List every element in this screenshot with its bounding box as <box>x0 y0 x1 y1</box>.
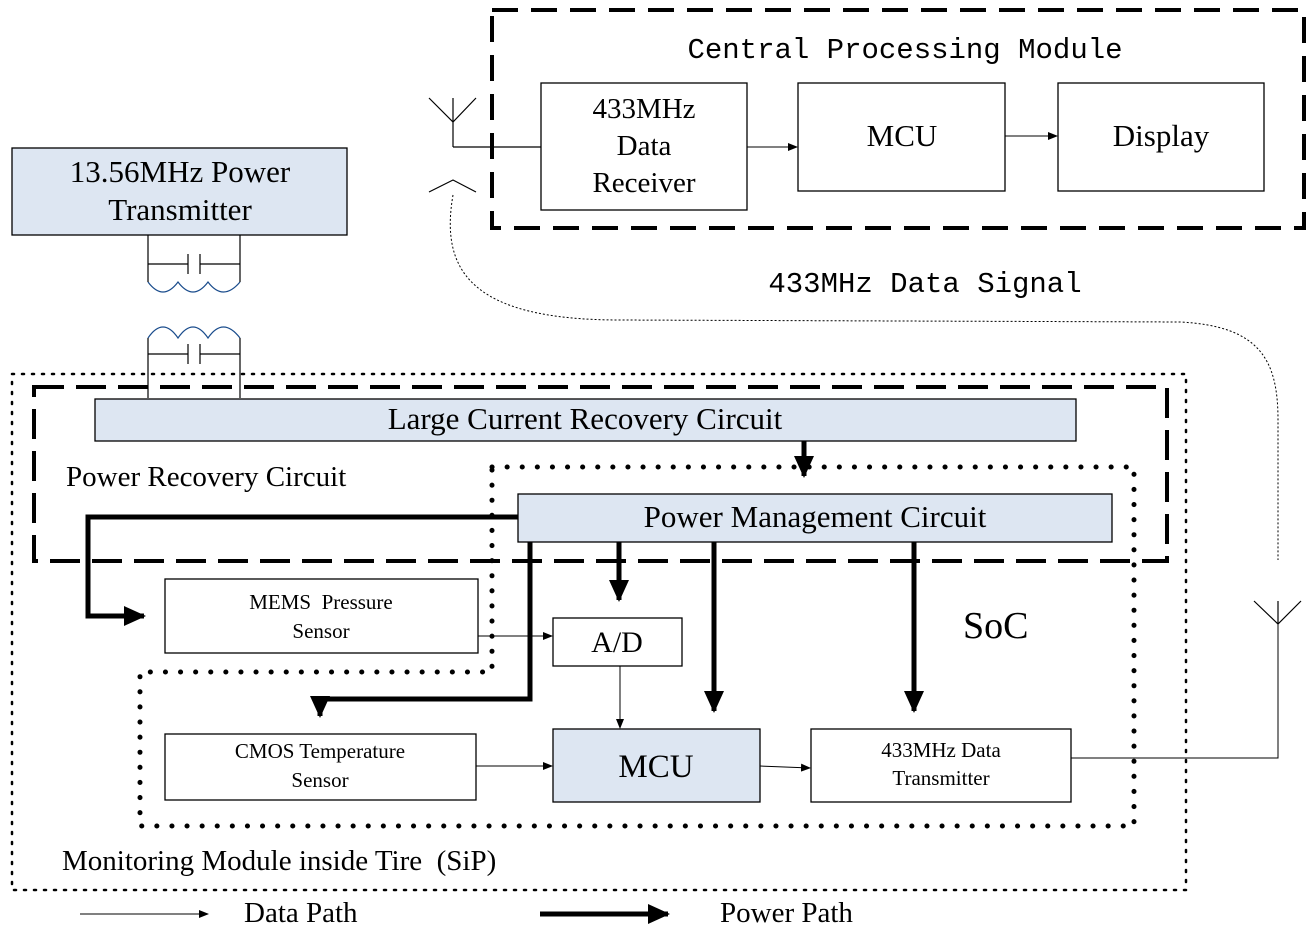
large-current-recovery-block <box>94 398 1077 442</box>
large-current-recovery-label: Large Current Recovery Circuit <box>388 401 783 436</box>
display-block <box>1057 82 1265 192</box>
central-mcu-block <box>797 82 1006 192</box>
data-receiver-label-line1: 433MHz <box>592 93 695 125</box>
power-recovery-boundary <box>32 385 1169 563</box>
legend-data-path-label: Data Path <box>244 897 358 927</box>
power-transmitter-label-line1: 13.56MHz Power <box>70 154 291 189</box>
soc-label: SoC <box>963 605 1028 647</box>
transmitter-antenna-icon <box>1253 600 1302 625</box>
receiver-coil-icon <box>147 326 241 340</box>
data-receiver-block <box>540 82 748 211</box>
data-path-transmitter-to-antenna <box>1071 624 1279 759</box>
central-processing-module-boundary <box>490 8 1306 230</box>
soc-boundary <box>137 464 1137 829</box>
cmos-sensor-label-line1: CMOS Temperature <box>235 739 405 763</box>
power-transmitter-label-line2: Transmitter <box>108 192 252 227</box>
transmitter-coil-icon <box>147 281 241 293</box>
ad-converter-block <box>552 617 683 667</box>
wireless-data-signal-curve <box>449 194 1279 560</box>
data-receiver-label-line3: Receiver <box>592 167 695 199</box>
power-paths <box>85 441 924 718</box>
receiver-antenna-icon <box>428 97 541 148</box>
central-mcu-label: MCU <box>867 118 938 153</box>
power-management-label: Power Management Circuit <box>644 499 987 534</box>
power-recovery-label: Power Recovery Circuit <box>66 461 346 493</box>
power-path-to-cmos <box>310 542 533 718</box>
mems-sensor-block <box>164 578 479 654</box>
cmos-sensor-label-line2: Sensor <box>291 768 348 792</box>
display-label: Display <box>1113 118 1210 153</box>
power-path-to-mems <box>85 514 518 626</box>
data-transmitter-block <box>810 728 1072 803</box>
mems-sensor-label-line1: MEMS Pressure <box>249 590 393 614</box>
legend-power-path-label: Power Path <box>720 897 853 927</box>
wireless-signal-arrowhead-icon <box>428 179 477 193</box>
transmitter-capacitor-icon <box>147 235 241 282</box>
ad-converter-label: A/D <box>591 626 643 659</box>
central-processing-module-title: Central Processing Module <box>687 34 1122 67</box>
data-paths <box>476 624 1279 772</box>
data-receiver-label-line2: Data <box>617 130 672 162</box>
soc-mcu-label: MCU <box>618 749 693 785</box>
data-transmitter-label-line2: Transmitter <box>892 766 989 790</box>
mems-sensor-label-line2: Sensor <box>292 619 349 643</box>
cmos-sensor-block <box>164 733 477 801</box>
data-signal-label: 433MHz Data Signal <box>768 268 1081 301</box>
soc-mcu-block <box>552 728 761 803</box>
power-transmitter-block <box>11 147 348 236</box>
data-path-mcu-to-transmitter <box>759 763 811 772</box>
data-transmitter-label-line1: 433MHz Data <box>881 738 1001 762</box>
sip-label: Monitoring Module inside Tire (SiP) <box>62 845 496 877</box>
sip-boundary <box>10 372 1188 892</box>
